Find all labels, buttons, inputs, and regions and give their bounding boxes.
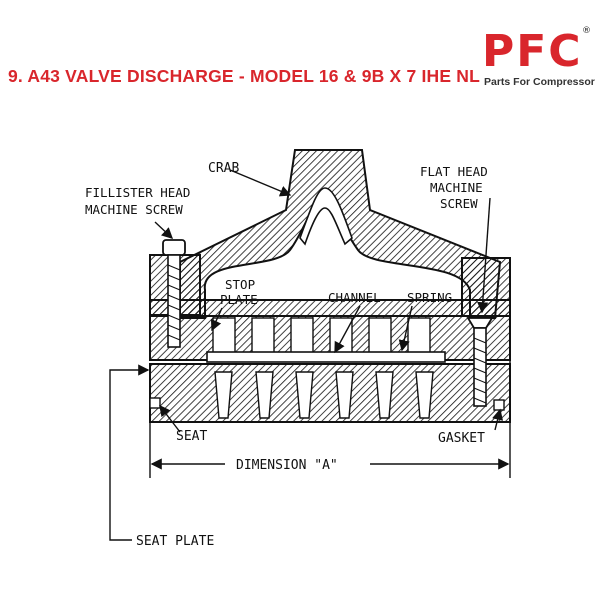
label-flat-head-1: FLAT HEAD [420, 164, 488, 179]
pfc-logo: PFC ® Parts For Compressor [478, 26, 596, 96]
logo-tagline: Parts For Compressor [484, 76, 595, 88]
flat-head-screw [466, 317, 494, 407]
label-stop-2: PLATE [220, 292, 258, 307]
fillister-head-screw [162, 239, 186, 348]
crab [179, 149, 502, 319]
page-title: 9. A43 VALVE DISCHARGE - MODEL 16 & 9B X… [8, 66, 481, 86]
label-crab: CRAB [208, 161, 239, 176]
leader-lines [109, 169, 504, 541]
label-spring: SPRING [407, 290, 452, 305]
label-stop-1: STOP [225, 277, 255, 292]
label-seat-plate: SEAT PLATE [136, 534, 214, 549]
channel-row [149, 315, 511, 363]
label-seat: SEAT [176, 429, 207, 444]
dimension-a [149, 310, 511, 478]
registered-mark: ® [582, 26, 591, 36]
logo-mark: PFC [482, 26, 583, 77]
label-fillister-1: FILLISTER HEAD [85, 185, 190, 200]
label-gasket: GASKET [438, 431, 485, 446]
label-fillister-2: MACHINE SCREW [85, 202, 183, 217]
label-flat-head-3: SCREW [440, 196, 478, 211]
label-channel: CHANNEL [328, 290, 381, 305]
label-dimension: DIMENSION "A" [236, 458, 338, 473]
label-flat-head-2: MACHINE [430, 180, 483, 195]
seat [149, 363, 511, 423]
